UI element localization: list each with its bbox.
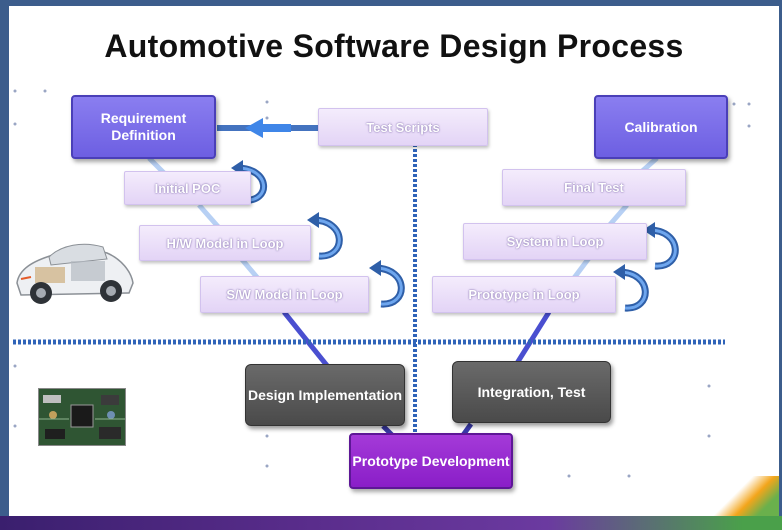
sw-model-in-loop-box: S/W Model in Loop xyxy=(200,276,369,313)
circuit-board-icon xyxy=(38,388,126,446)
requirement-definition-box: Requirement Definition xyxy=(71,95,216,159)
final-test-box: Final Test xyxy=(502,169,686,206)
slide: Automotive Software Design Process xyxy=(9,6,779,516)
left-arrow-icon xyxy=(245,118,291,138)
initial-poc-box: Initial POC xyxy=(124,171,251,205)
system-in-loop-box: System in Loop xyxy=(463,223,647,260)
calibration-box: Calibration xyxy=(594,95,728,159)
loop-arrowheads xyxy=(231,160,655,280)
design-implementation-box: Design Implementation xyxy=(245,364,405,426)
background-dots xyxy=(13,89,751,478)
integration-test-box: Integration, Test xyxy=(452,361,611,423)
prototype-in-loop-box: Prototype in Loop xyxy=(432,276,616,313)
test-scripts-box: Test Scripts xyxy=(318,108,488,146)
car-cutaway-icon xyxy=(16,243,134,304)
bottom-accent-band xyxy=(0,516,782,530)
hw-model-in-loop-box: H/W Model in Loop xyxy=(139,225,311,261)
loop-arrow-highlight xyxy=(236,166,677,310)
page-title: Automotive Software Design Process xyxy=(104,28,684,64)
prototype-development-box: Prototype Development xyxy=(349,433,513,489)
